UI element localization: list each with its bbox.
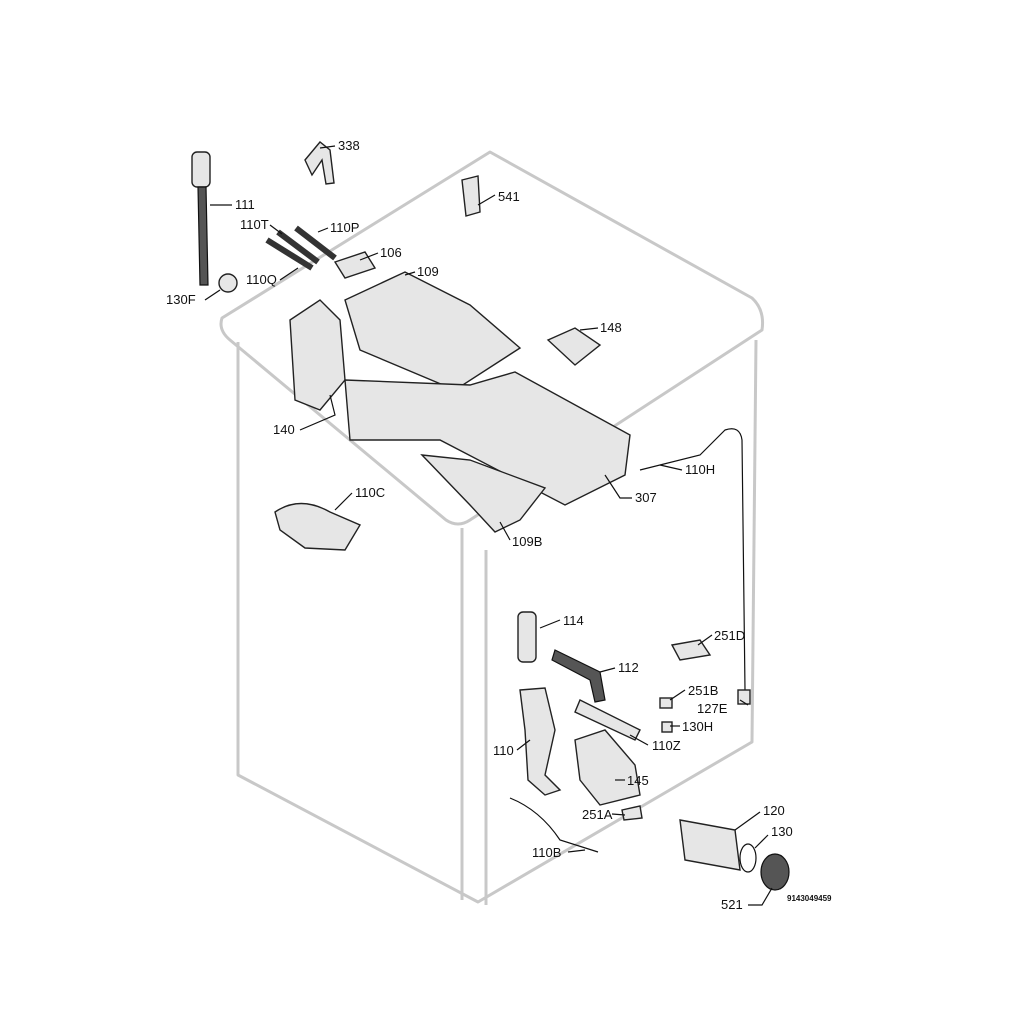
part-338 [304, 141, 335, 185]
label-112: 112 [618, 660, 639, 675]
label-110T: 110T [240, 217, 269, 232]
part-130H [661, 721, 673, 733]
part-114 [517, 611, 537, 663]
part-541 [461, 175, 481, 217]
part-130-seal [739, 843, 757, 873]
label-106: 106 [380, 245, 402, 260]
label-251A: 251A [582, 807, 613, 822]
label-145: 145 [627, 773, 649, 788]
label-130: 130 [771, 824, 793, 839]
label-521: 521 [721, 897, 743, 912]
part-110Z [574, 699, 641, 741]
part-251B [659, 697, 673, 709]
leader-lines [204, 145, 773, 906]
part-dispenser-tray-307 [344, 371, 631, 506]
part-hose-110H [639, 428, 746, 691]
label-110P: 110P [330, 220, 359, 235]
part-tubes-110 [265, 225, 337, 271]
part-109B [420, 454, 547, 533]
label-307: 307 [635, 490, 657, 505]
part-110B-wire [509, 797, 599, 853]
part-110-bellows [519, 687, 562, 796]
label-148: 148 [600, 320, 622, 335]
label-110H: 110H [685, 462, 715, 477]
label-541: 541 [498, 189, 520, 204]
label-110: 110 [493, 743, 514, 758]
label-110C: 110C [355, 485, 385, 500]
part-130F [218, 273, 238, 293]
label-110B: 110B [532, 845, 561, 860]
label-127E: 127E [697, 701, 728, 716]
label-130H: 130H [682, 719, 713, 734]
label-251D: 251D [714, 628, 745, 643]
label-114: 114 [563, 613, 584, 628]
part-145-pump [574, 729, 641, 806]
label-120: 120 [763, 803, 785, 818]
drawing-number: 9143049459 [787, 894, 832, 903]
label-109B: 109B [512, 534, 542, 549]
part-labels: 338 111 541 110T 110P 106 110Q 130F 109 … [166, 138, 832, 912]
label-130F: 130F [166, 292, 196, 307]
label-110Q: 110Q [246, 272, 277, 287]
part-251A [621, 805, 643, 821]
part-110C [274, 502, 362, 551]
part-148 [546, 327, 602, 366]
part-hose-111 [191, 151, 211, 286]
label-338: 338 [338, 138, 360, 153]
part-140 [289, 299, 346, 411]
label-111: 111 [235, 197, 255, 212]
label-140: 140 [273, 422, 295, 437]
cabinet-outline [219, 150, 764, 905]
label-251B: 251B [688, 683, 718, 698]
part-251D [670, 639, 712, 661]
part-109-dispenser-housing [344, 271, 522, 391]
part-120-filter [679, 819, 741, 871]
label-110Z: 110Z [652, 738, 681, 753]
part-hose-112 [551, 649, 606, 703]
part-521-cap [760, 853, 790, 891]
label-109: 109 [417, 264, 439, 279]
